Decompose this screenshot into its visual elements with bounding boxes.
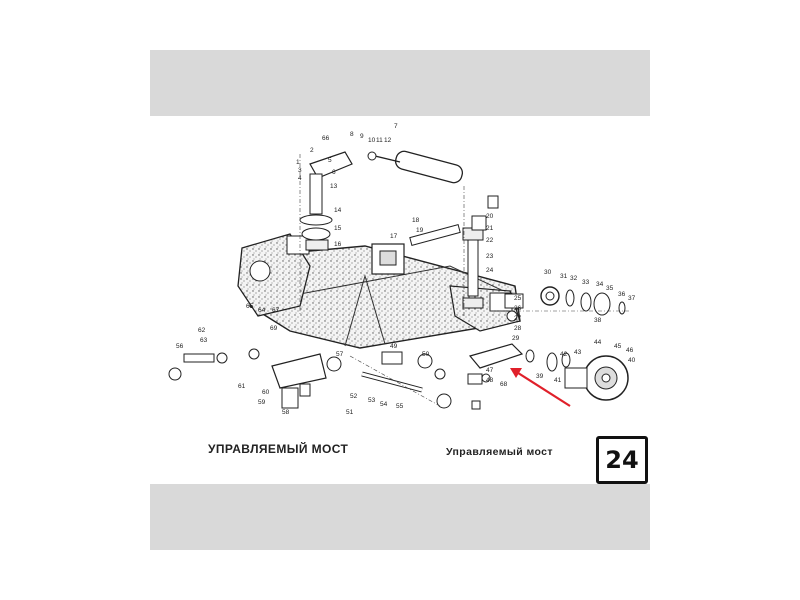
- callout-label: 58: [282, 409, 290, 416]
- diagram-sheet: 66 1 3 4 8 9 10 11 12 5 6 13 7 2 14 15 1…: [150, 116, 650, 484]
- lower-left-bracket: [271, 353, 327, 409]
- callout-label: 2: [310, 147, 314, 154]
- right-kingpin: [462, 227, 484, 309]
- callout-label: 23: [486, 253, 494, 260]
- centerlines: [299, 154, 630, 407]
- wheel-hub: [564, 355, 629, 401]
- callout-label: 48: [486, 377, 494, 384]
- callout-label: 31: [560, 273, 568, 280]
- callout-label: 53: [368, 397, 376, 404]
- callout-label: 9: [360, 133, 364, 140]
- callout-label: 32: [570, 275, 578, 282]
- callout-label: 22: [486, 237, 494, 244]
- axle-exploded-diagram: 66 1 3 4 8 9 10 11 12 5 6 13 7 2 14 15 1…: [168, 123, 636, 416]
- caption-right: Управляемый мост: [446, 446, 553, 458]
- bearing-row-lower: [525, 349, 571, 372]
- callout-label: 25: [514, 295, 522, 302]
- callout-label: 66: [322, 135, 330, 142]
- callout-labels: 66 1 3 4 8 9 10 11 12 5 6 13 7 2 14 15 1…: [176, 123, 636, 416]
- caption-left: УПРАВЛЯЕМЫЙ МОСТ: [208, 442, 349, 456]
- callout-label: 36: [618, 291, 626, 298]
- callout-label: 67: [272, 307, 280, 314]
- tie-rod: [326, 356, 452, 409]
- callout-label: 1: [296, 159, 300, 166]
- callout-label: 11: [376, 137, 383, 144]
- callout-label: 61: [238, 383, 246, 390]
- callout-label: 63: [200, 337, 208, 344]
- center-lower-parts: [381, 351, 446, 380]
- callout-label: 57: [336, 351, 344, 358]
- pivot-shaft: [409, 224, 461, 246]
- right-lower-stack: [467, 373, 491, 410]
- callout-label: 59: [258, 399, 266, 406]
- callout-label: 3: [298, 167, 302, 174]
- left-tie-rod-parts: [168, 348, 260, 381]
- callout-label: 44: [594, 339, 602, 346]
- callout-label: 41: [554, 377, 562, 384]
- callout-label: 12: [384, 137, 392, 144]
- callout-label: 37: [628, 295, 636, 302]
- callout-label: 4: [298, 175, 302, 182]
- callout-label: 29: [512, 335, 520, 342]
- page-number-badge: 24: [596, 436, 648, 484]
- callout-label: 24: [486, 267, 494, 274]
- callout-label: 13: [330, 183, 338, 190]
- callout-label: 55: [396, 403, 404, 410]
- callout-label: 56: [176, 343, 184, 350]
- top-gray-band: [150, 50, 650, 116]
- spindle-arm: [468, 343, 524, 369]
- callout-label: 45: [614, 343, 622, 350]
- callout-label: 27: [514, 315, 522, 322]
- callout-label: 40: [628, 357, 636, 364]
- center-pivot-block: [371, 243, 405, 275]
- callout-label: 5: [328, 157, 332, 164]
- callout-label: 21: [486, 225, 494, 232]
- callout-label: 30: [544, 269, 552, 276]
- callout-label: 38: [594, 317, 602, 324]
- callout-label: 18: [412, 217, 420, 224]
- callout-label: 26: [514, 305, 522, 312]
- callout-label: 10: [368, 137, 376, 144]
- callout-label: 15: [334, 225, 342, 232]
- callout-label: 33: [582, 279, 590, 286]
- callout-label: 16: [334, 241, 342, 248]
- callout-label: 34: [596, 281, 604, 288]
- bottom-gray-band: [150, 484, 650, 550]
- callout-label: 20: [486, 213, 494, 220]
- callout-label: 19: [416, 227, 424, 234]
- callout-label: 17: [390, 233, 398, 240]
- callout-label: 42: [560, 351, 568, 358]
- callout-label: 54: [380, 401, 388, 408]
- callout-label: 52: [350, 393, 358, 400]
- callout-label: 68: [500, 381, 508, 388]
- callout-label: 35: [606, 285, 614, 292]
- callout-label: 49: [390, 343, 398, 350]
- steering-arm: [299, 151, 353, 251]
- callout-label: 14: [334, 207, 342, 214]
- callout-label: 6: [332, 169, 336, 176]
- callout-label: 39: [536, 373, 544, 380]
- steering-cylinder: [367, 150, 464, 184]
- callout-label: 64: [258, 307, 266, 314]
- callout-label: 51: [346, 409, 354, 416]
- callout-label: 8: [350, 131, 354, 138]
- left-knuckle: [237, 233, 311, 317]
- callout-label: 65: [246, 303, 254, 310]
- callout-label: 62: [198, 327, 206, 334]
- red-pointer-arrow: [510, 368, 571, 407]
- callout-label: 46: [626, 347, 634, 354]
- right-vertical-stack: [471, 195, 524, 322]
- callout-label: 43: [574, 349, 582, 356]
- bearing-row-upper: [540, 286, 626, 316]
- callout-label: 47: [486, 367, 494, 374]
- callout-label: 7: [394, 123, 398, 130]
- callout-label: 60: [262, 389, 270, 396]
- callout-label: 50: [422, 351, 430, 358]
- callout-label: 28: [514, 325, 522, 332]
- callout-label: 69: [270, 325, 278, 332]
